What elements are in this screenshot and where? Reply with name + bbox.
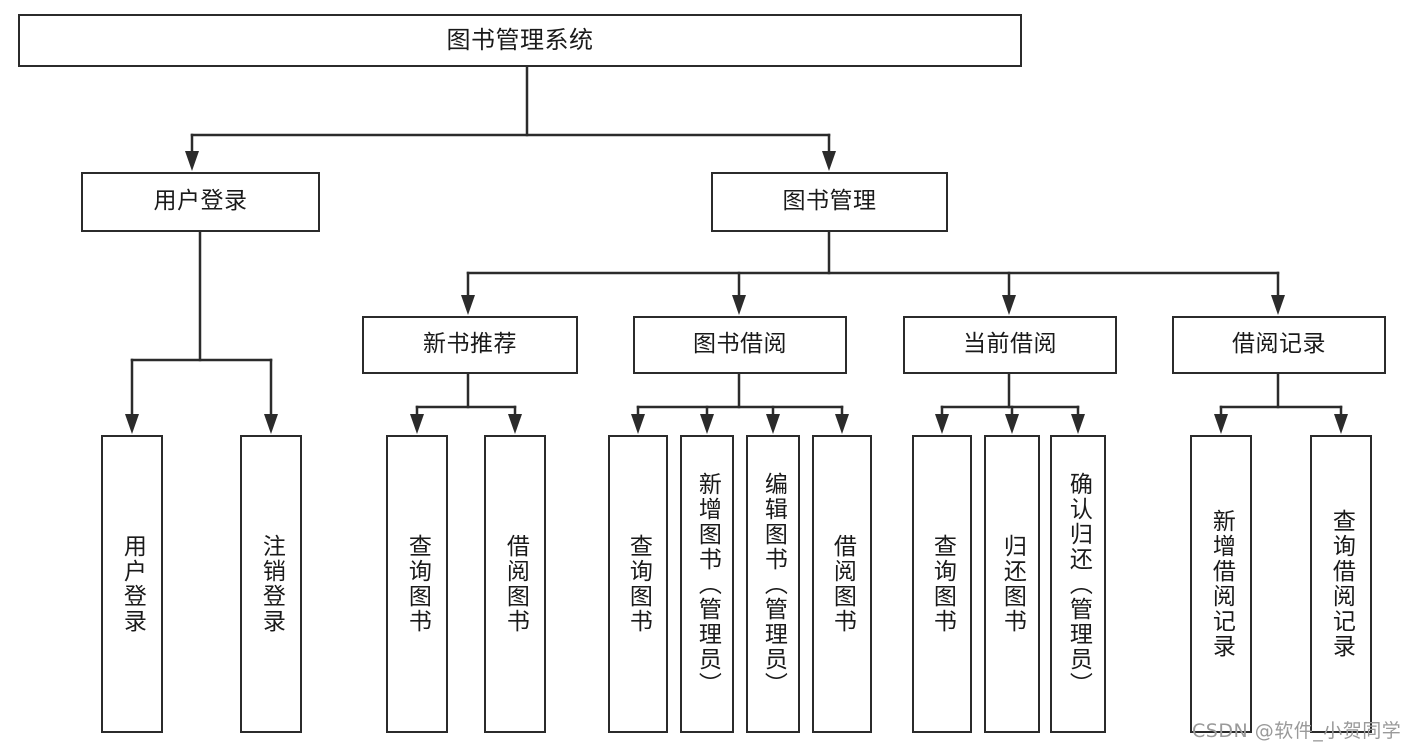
- node-label: 借阅图书: [502, 534, 529, 634]
- arrow-head-icon: [1071, 414, 1085, 434]
- node-label: 确认归还（管理员）: [1065, 471, 1092, 697]
- node-level3-current-borrow[interactable]: 当前借阅: [903, 316, 1117, 374]
- node-label: 注销登录: [258, 534, 285, 634]
- arrow-head-icon: [822, 151, 836, 171]
- arrow-head-icon: [1002, 295, 1016, 315]
- node-leaf-leaf-query-book-2[interactable]: 查询图书: [608, 435, 668, 733]
- node-label: 查询图书: [404, 534, 431, 634]
- arrow-head-icon: [1271, 295, 1285, 315]
- node-level3-borrow-record[interactable]: 借阅记录: [1172, 316, 1386, 374]
- arrow-head-icon: [410, 414, 424, 434]
- arrow-head-icon: [766, 414, 780, 434]
- node-leaf-leaf-edit-book-admin[interactable]: 编辑图书（管理员）: [746, 435, 800, 733]
- node-leaf-leaf-borrow-book-1[interactable]: 借阅图书: [484, 435, 546, 733]
- node-label: 查询图书: [929, 534, 956, 634]
- node-leaf-leaf-return-book[interactable]: 归还图书: [984, 435, 1040, 733]
- node-level3-new-book-recommend[interactable]: 新书推荐: [362, 316, 578, 374]
- arrow-head-icon: [125, 414, 139, 434]
- node-label: 用户登录: [119, 534, 146, 634]
- node-leaf-leaf-user-login[interactable]: 用户登录: [101, 435, 163, 733]
- arrow-head-icon: [732, 295, 746, 315]
- node-label: 图书借阅: [693, 331, 787, 358]
- node-label: 查询图书: [625, 534, 652, 634]
- node-leaf-leaf-logout[interactable]: 注销登录: [240, 435, 302, 733]
- arrow-head-icon: [700, 414, 714, 434]
- arrow-head-icon: [1334, 414, 1348, 434]
- arrow-head-icon: [1005, 414, 1019, 434]
- node-level3-book-borrow[interactable]: 图书借阅: [633, 316, 847, 374]
- node-leaf-leaf-query-book-1[interactable]: 查询图书: [386, 435, 448, 733]
- arrow-head-icon: [461, 295, 475, 315]
- node-leaf-leaf-borrow-book-2[interactable]: 借阅图书: [812, 435, 872, 733]
- node-label: 借阅记录: [1232, 331, 1326, 358]
- node-level2-book-manage[interactable]: 图书管理: [711, 172, 948, 232]
- node-label: 新增图书（管理员）: [694, 471, 721, 697]
- arrow-head-icon: [835, 414, 849, 434]
- node-label: 借阅图书: [829, 534, 856, 634]
- arrow-head-icon: [264, 414, 278, 434]
- node-leaf-leaf-confirm-return-admin[interactable]: 确认归还（管理员）: [1050, 435, 1106, 733]
- arrow-head-icon: [185, 151, 199, 171]
- node-leaf-leaf-add-book-admin[interactable]: 新增图书（管理员）: [680, 435, 734, 733]
- node-leaf-leaf-query-borrow-record[interactable]: 查询借阅记录: [1310, 435, 1372, 733]
- node-label: 归还图书: [999, 534, 1026, 634]
- node-label: 新增借阅记录: [1208, 509, 1235, 659]
- arrow-head-icon: [1214, 414, 1228, 434]
- node-label: 用户登录: [153, 188, 248, 215]
- node-level2-user-login[interactable]: 用户登录: [81, 172, 320, 232]
- node-label: 图书管理系统: [446, 26, 594, 55]
- node-label: 当前借阅: [963, 331, 1057, 358]
- arrow-head-icon: [631, 414, 645, 434]
- arrow-head-icon: [508, 414, 522, 434]
- node-label: 新书推荐: [423, 331, 517, 358]
- node-label: 图书管理: [782, 188, 877, 215]
- node-label: 查询借阅记录: [1328, 509, 1355, 659]
- node-leaf-leaf-add-borrow-record[interactable]: 新增借阅记录: [1190, 435, 1252, 733]
- node-label: 编辑图书（管理员）: [760, 471, 787, 697]
- arrow-head-icon: [935, 414, 949, 434]
- node-root-root[interactable]: 图书管理系统: [18, 14, 1022, 67]
- node-leaf-leaf-query-book-3[interactable]: 查询图书: [912, 435, 972, 733]
